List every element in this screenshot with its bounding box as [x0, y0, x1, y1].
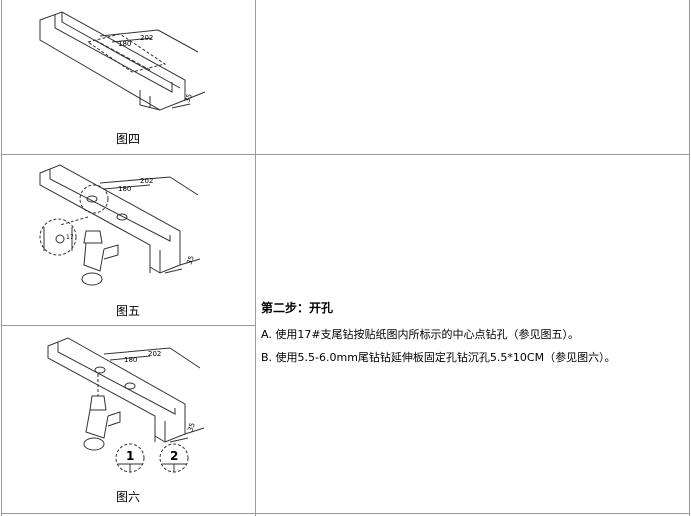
figure-4-dim-top: 202: [140, 34, 153, 42]
figure-4-dim-inner: 180: [118, 40, 131, 48]
figure-6-dim-side: 35: [186, 422, 197, 433]
figure-5-dim-side: 35: [185, 255, 196, 266]
figure-4-drawing: 202 180 35: [39, 11, 206, 111]
table-border-left: [1, 0, 2, 516]
figure-5-caption: 图五: [115, 304, 140, 318]
table-border-bottom: [1, 513, 690, 514]
step-title: 第二步：开孔: [261, 301, 334, 315]
figure-5-drawing: 17 202 180 35: [39, 164, 201, 286]
figure-5: 17 202 180 35 图五: [0, 155, 256, 325]
figure-5-dim-inner: 180: [118, 185, 131, 193]
figure-5-detail-label: 17: [66, 234, 74, 241]
step-line-b: B. 使用5.5-6.0mm尾钻钻延伸板固定孔钻沉孔5.5*10CM（参见图六）…: [261, 351, 616, 364]
figure-6-dim-inner: 180: [124, 356, 137, 364]
table-border-right: [689, 0, 690, 516]
figure-6-marker-2: 2: [170, 449, 178, 463]
table-row-divider-1: [1, 154, 690, 155]
figure-5-dim-top: 202: [140, 177, 153, 185]
figure-6-marker-1: 1: [126, 449, 134, 463]
figure-6: 1 2 202 180 35 图六: [0, 326, 256, 513]
table-column-divider: [255, 0, 256, 516]
figure-6-drawing: 1 2 202 180 35: [47, 337, 205, 473]
table-row-divider-2: [1, 325, 256, 326]
figure-4-dim-side: 35: [183, 93, 194, 104]
figure-4-caption: 图四: [115, 132, 140, 146]
step-line-a: A. 使用17#支尾钻按贴纸图内所标示的中心点钻孔（参见图五）。: [261, 328, 580, 341]
figure-6-dim-top: 202: [148, 350, 161, 358]
figure-6-caption: 图六: [115, 490, 140, 504]
